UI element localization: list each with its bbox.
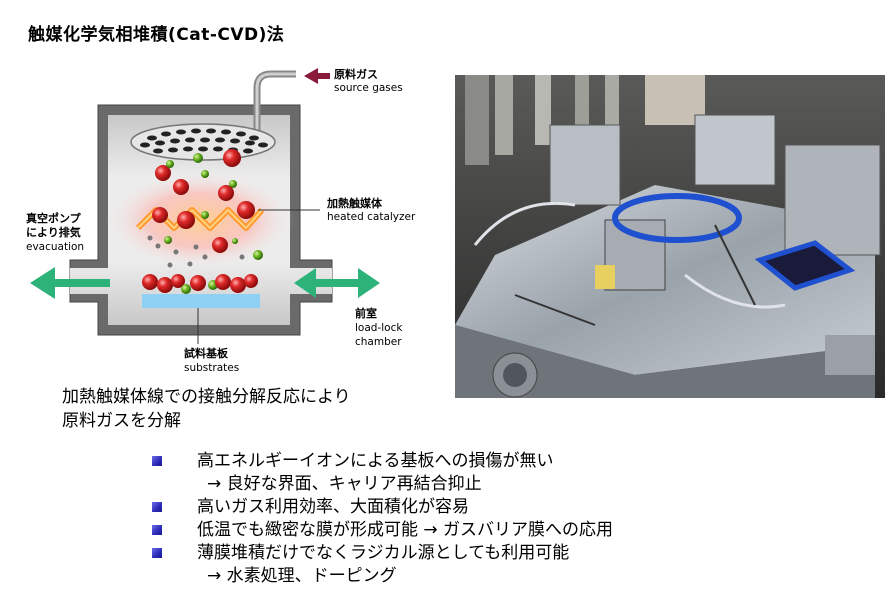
- label-catalyzer-en: heated catalyzer: [327, 211, 416, 223]
- label-evac-en: evacuation: [26, 241, 84, 253]
- page-title: 触媒化学気相堆積(Cat-CVD)法: [28, 25, 285, 45]
- label-substrate-en: substrates: [184, 362, 239, 374]
- bullet-text: 低温でも緻密な膜が形成可能 → ガスバリア膜への応用: [197, 520, 614, 540]
- bullet-sub-text: → 水素処理、ドーピング: [207, 566, 397, 586]
- label-loadlock-en2: chamber: [355, 336, 402, 348]
- bullet-square-icon: [152, 456, 162, 466]
- caption-line-2: 原料ガスを分解: [62, 411, 181, 431]
- label-source-gas-en: source gases: [334, 82, 403, 94]
- caption-line-1: 加熱触媒体線での接触分解反応により: [62, 387, 351, 407]
- substrate: [142, 294, 260, 308]
- bullet-square-icon: [152, 502, 162, 512]
- showerhead-holes: [140, 128, 268, 154]
- label-loadlock-jp: 前室: [355, 306, 377, 320]
- label-evac-jp2: により排気: [26, 225, 81, 239]
- bullet-text: 高エネルギーイオンによる基板への損傷が無い: [197, 451, 554, 471]
- label-evac-jp1: 真空ポンプ: [26, 211, 82, 225]
- deposited-molecules: [142, 274, 258, 294]
- bullet-square-icon: [152, 548, 162, 558]
- label-catalyzer-jp: 加熱触媒体: [326, 196, 383, 210]
- bullet-sub-text: → 良好な界面、キャリア再結合抑止: [207, 474, 482, 494]
- caption: 加熱触媒体線での接触分解反応により 原料ガスを分解: [62, 385, 351, 433]
- source-gas-arrow: [304, 68, 330, 84]
- label-loadlock-en1: load-lock: [355, 322, 403, 334]
- evacuation-arrow: [30, 267, 110, 299]
- apparatus-photo: [455, 75, 885, 398]
- gas-molecules: [147, 149, 263, 268]
- label-substrate-jp: 試料基板: [184, 346, 229, 360]
- bullet-square-icon: [152, 525, 162, 535]
- load-lock-arrow: [294, 268, 380, 298]
- bullet-text: 高いガス利用効率、大面積化が容易: [197, 497, 469, 517]
- label-source-gas-jp: 原料ガス: [334, 67, 378, 81]
- cat-cvd-diagram: 原料ガス source gases 加熱触媒体 heated catalyzer…: [26, 67, 416, 374]
- bullet-text: 薄膜堆積だけでなくラジカル源としても利用可能: [197, 543, 570, 563]
